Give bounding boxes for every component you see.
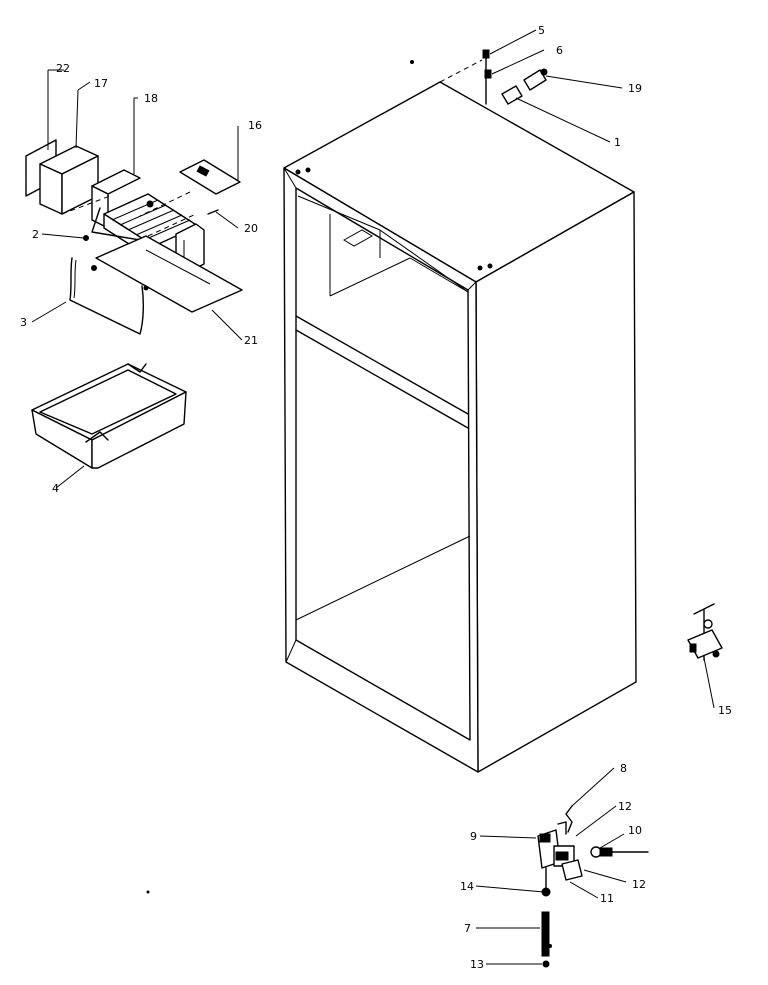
callout-21: 21: [244, 334, 258, 347]
water-valve-assembly: [146, 805, 649, 968]
ice-bucket: [31, 363, 187, 469]
callout-11: 11: [600, 892, 614, 905]
hinge-assembly: [687, 603, 723, 661]
callout-10: 10: [628, 824, 642, 837]
callout-9: 9: [470, 830, 477, 843]
callout-13: 13: [470, 958, 484, 971]
callout-15: 15: [718, 704, 732, 717]
callout-12-upper: 12: [618, 800, 632, 813]
callout-3: 3: [20, 316, 27, 329]
leader-lines: [31, 29, 715, 965]
callout-4: 4: [52, 482, 59, 495]
callout-8: 8: [620, 762, 627, 775]
top-hinge-parts: [439, 49, 548, 105]
callout-12-lower: 12: [632, 878, 646, 891]
callout-5: 5: [538, 24, 545, 37]
ice-maker-assembly: [25, 139, 243, 313]
callout-1: 1: [614, 136, 621, 149]
callout-labels: 5 6 19 1 22 17 18 16 20 21 2 3 4 15 8 12…: [20, 24, 732, 971]
callout-16: 16: [248, 119, 262, 132]
bail-arm: [69, 257, 145, 335]
callout-20: 20: [244, 222, 258, 235]
callout-18: 18: [144, 92, 158, 105]
callout-17: 17: [94, 77, 108, 90]
callout-22: 22: [56, 62, 70, 75]
callout-2: 2: [32, 228, 39, 241]
callout-6: 6: [556, 44, 563, 57]
callout-19: 19: [628, 82, 642, 95]
refrigerator-cabinet: [283, 60, 637, 773]
callout-14: 14: [460, 880, 474, 893]
callout-7: 7: [464, 922, 471, 935]
